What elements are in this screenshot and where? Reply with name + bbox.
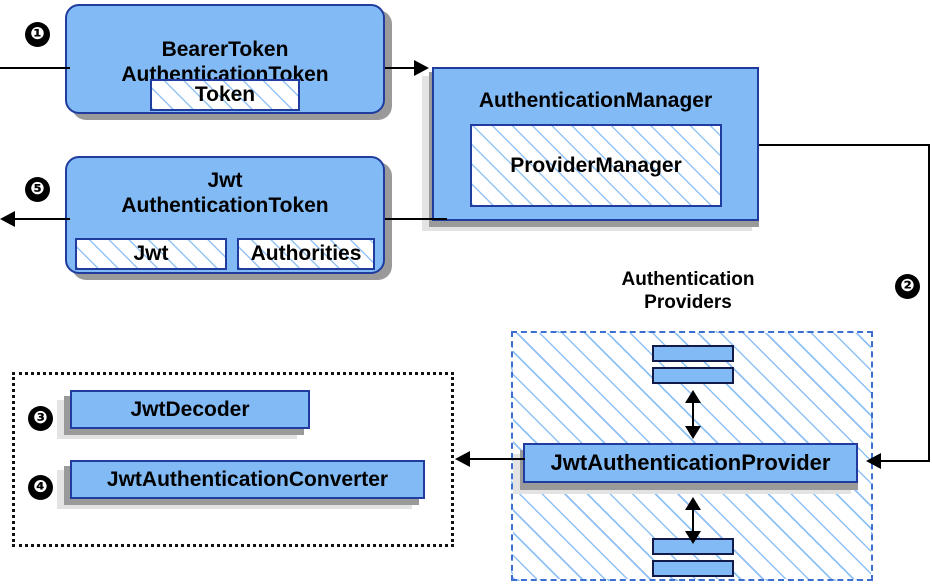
- step-badge-2: ❷: [895, 274, 920, 299]
- connector-bearer-to-manager: [385, 67, 418, 69]
- authentication-manager-title: AuthenticationManager: [478, 89, 713, 112]
- connector-response-out: [12, 218, 70, 220]
- provider-stub-top-1: [652, 345, 734, 362]
- step-badge-1: ❶: [25, 22, 50, 47]
- connector-into-provider: [880, 460, 930, 462]
- arrow-into-provider-icon: [866, 453, 881, 469]
- arrow-provider-up-icon: [685, 390, 701, 403]
- connector-manager-to-jwt-token: [385, 218, 447, 220]
- arrow-response-out-icon: [0, 211, 15, 227]
- bearer-token-field-token: Token: [150, 79, 300, 111]
- arrow-provider-down-icon-bottom: [685, 531, 701, 544]
- arrow-provider-up-icon-bottom: [685, 497, 701, 510]
- node-jwt-authentication-converter[interactable]: JwtAuthenticationConverter: [70, 460, 425, 499]
- node-jwt-decoder[interactable]: JwtDecoder: [70, 390, 310, 429]
- step-badge-3: ❸: [28, 406, 53, 431]
- arrow-bearer-to-manager-icon: [414, 60, 429, 76]
- provider-stub-top-2: [652, 367, 734, 384]
- arrow-provider-down-icon-top: [685, 426, 701, 439]
- jwt-auth-token-title-line1: Jwt: [207, 169, 243, 192]
- provider-stub-bottom-2: [652, 560, 734, 577]
- connector-provider-to-components: [470, 458, 525, 460]
- authentication-manager-field-provider-manager: ProviderManager: [470, 124, 722, 207]
- step-badge-5: ❺: [25, 177, 50, 202]
- bearer-token-title-line1: BearerToken: [161, 38, 289, 61]
- jwt-components-region: [12, 372, 454, 547]
- connector-manager-right: [759, 144, 930, 146]
- jwt-auth-token-field-jwt: Jwt: [75, 238, 227, 270]
- jwt-auth-token-title-line2: AuthenticationToken: [121, 194, 329, 217]
- authentication-providers-label: Authentication Providers: [621, 269, 755, 313]
- jwt-auth-token-field-authorities: Authorities: [237, 238, 375, 270]
- connector-provider-bottom-vertical: [692, 505, 694, 533]
- node-jwt-authentication-provider[interactable]: JwtAuthenticationProvider: [523, 443, 858, 483]
- arrow-provider-to-components-icon: [455, 451, 470, 467]
- connector-request-in: [0, 67, 70, 69]
- connector-right-vertical: [928, 144, 930, 461]
- step-badge-4: ❹: [28, 475, 53, 500]
- connector-provider-top-vertical: [692, 398, 694, 428]
